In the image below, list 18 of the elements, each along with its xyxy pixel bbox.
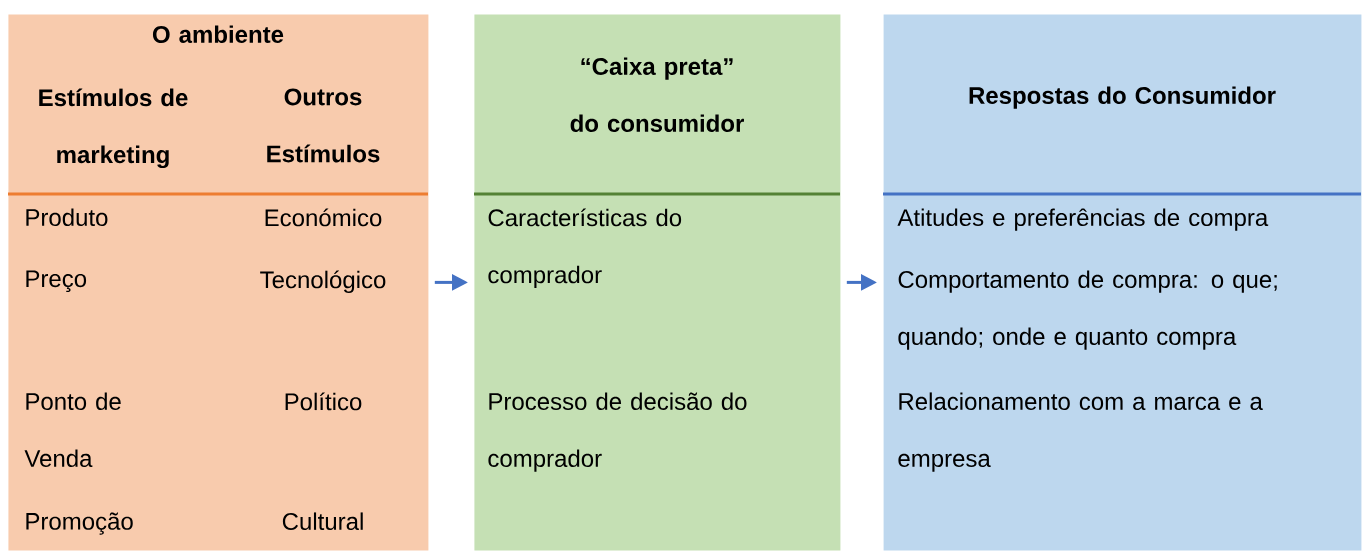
column-heading: Outros Estímulos	[267, 88, 380, 163]
list-item: Económico	[265, 208, 382, 227]
list-item: Produto	[26, 208, 108, 226]
list-item: Características do comprador	[488, 208, 682, 289]
list-item: Atitudes e preferências de compra	[897, 208, 1269, 231]
list-item: Tecnológico	[260, 270, 386, 294]
column-heading: Estímulos de marketing	[39, 88, 188, 169]
list-item: Ponto de Venda	[24, 392, 121, 467]
list-item: Promoção	[26, 512, 133, 535]
list-item: Relacionamento com a marca e a empresa	[898, 392, 1263, 472]
column-heading: Respostas do Consumidor	[969, 86, 1276, 109]
list-item: Preço	[26, 270, 87, 292]
column-heading: O ambiente	[152, 25, 284, 43]
list-item: Comportamento de compra: o que; quando; onde e quanto compra	[898, 270, 1277, 350]
list-item: Cultural	[282, 512, 363, 530]
list-item: Político	[285, 392, 362, 411]
column-heading: “Caixa preta” do consumidor	[570, 57, 744, 132]
list-item: Processo de decisão do comprador	[488, 392, 747, 472]
